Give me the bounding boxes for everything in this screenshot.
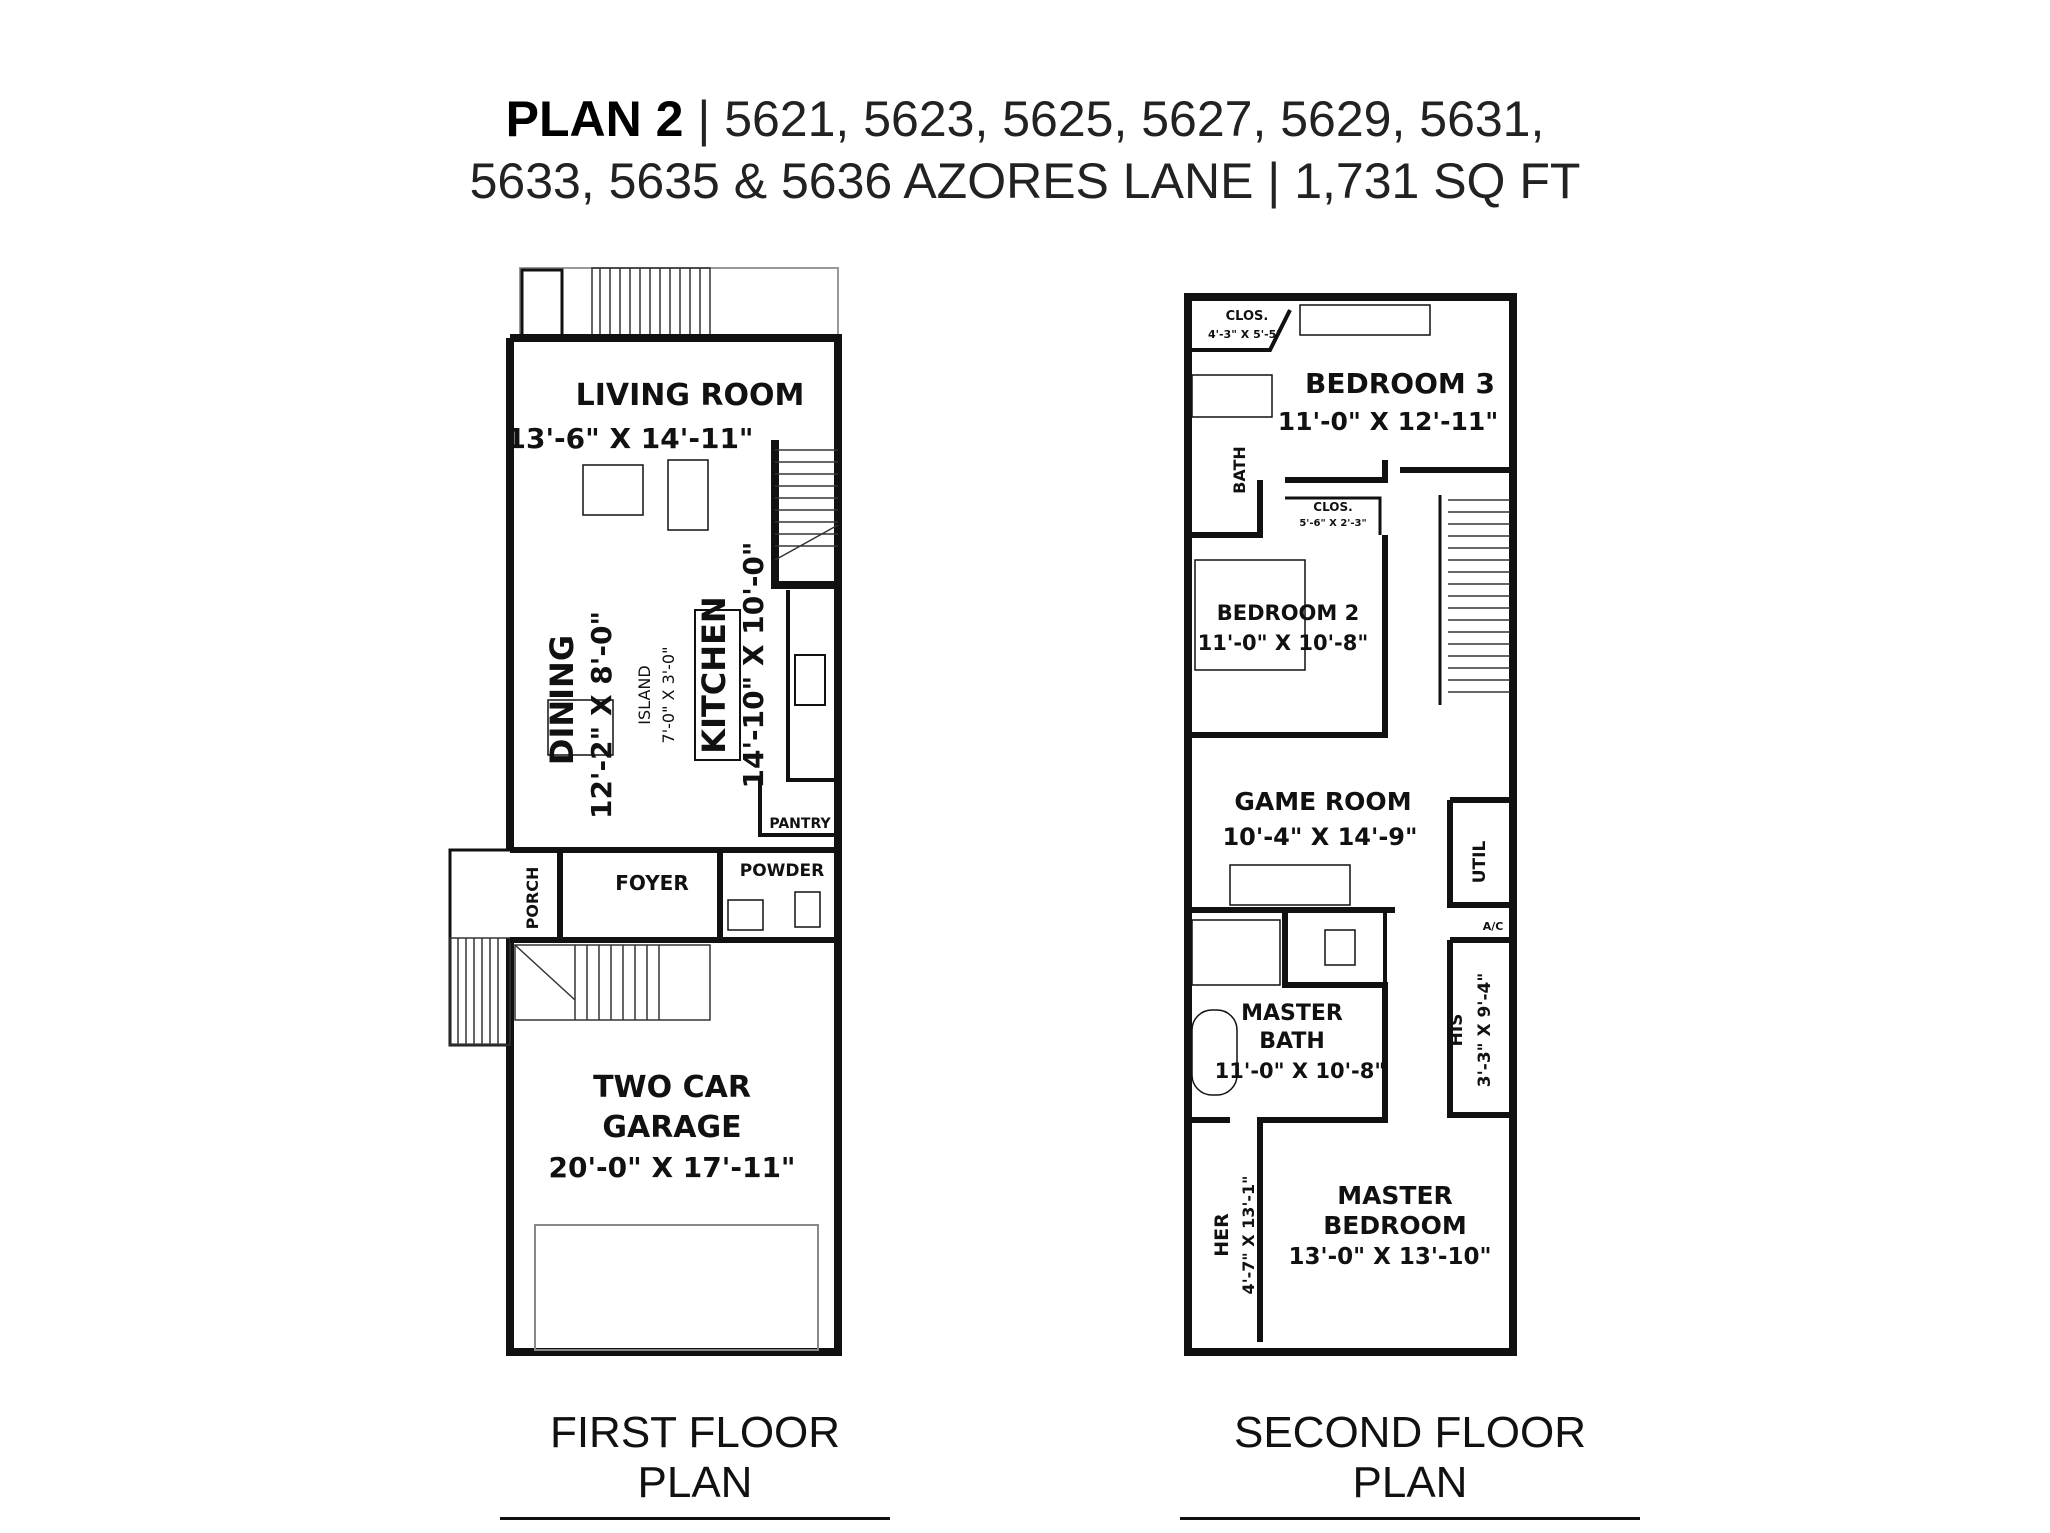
living-room-dims: 13'-6" X 14'-11" [506,422,753,455]
powder-label: POWDER [740,861,824,881]
master-bedroom-line-1: MASTER [1337,1181,1453,1210]
dining-dims: 12'-2" X 8'-0" [585,611,618,819]
clos1-name: CLOS. [1226,309,1269,324]
pantry-label: PANTRY [769,816,831,832]
kitchen-counter [786,590,838,782]
range [794,654,826,706]
address-line-2: 5633, 5635 & 5636 AZORES LANE | 1,731 SQ… [469,153,1581,209]
closet2-wall [1285,496,1382,535]
garage-line-1: TWO CAR [593,1070,751,1105]
his-dims: 3'-3" X 9'-4" [1475,973,1495,1088]
bath-label-wrap: BATH [1230,446,1249,494]
first-floor-caption-underline [500,1517,890,1520]
stair-wall [771,440,838,589]
living-table [582,464,644,516]
first-floor-plan [448,267,842,1356]
island-name: ISLAND [635,665,654,724]
porch-label: PORCH [523,867,542,930]
second-floor-caption-underline [1180,1517,1640,1520]
bedroom3-wall [1285,460,1513,483]
her-dims: 4'-7" X 13'-1" [1239,1176,1258,1295]
interior-stairs-2f [1448,499,1510,693]
util-label: UTIL [1470,841,1490,884]
bed-bedroom3 [1299,304,1431,336]
toilet-master [1324,929,1356,966]
util-wall [1447,797,1513,908]
deck-landing [520,268,564,338]
plan-name: PLAN 2 [505,91,684,147]
second-floor-caption-text: SECOND FLOOR PLAN [1233,1408,1587,1507]
master-bath-wall [1257,910,1388,1342]
garage-dims: 20'-0" X 17'-11" [548,1151,795,1184]
clos2-dims: 5'-6" X 2'-3" [1299,518,1366,529]
his-name: HIS [1447,1014,1467,1047]
address-line-1: | 5621, 5623, 5625, 5627, 5629, 5631, [683,91,1545,147]
closet1-wall [1188,309,1292,352]
bedroom2-name: BEDROOM 2 [1217,601,1359,625]
toilet-1f [794,891,821,928]
second-floor-exterior-wall [1184,293,1517,1356]
her-label: HER 4'-7" X 13'-1" [1211,1176,1258,1295]
clos1-dims: 4'-3" X 5'-5" [1208,328,1282,341]
dining-name: DINING [543,635,581,765]
bedroom2-wall [1188,535,1388,738]
rear-deck [519,267,839,337]
porch-label-wrap: PORCH [523,867,542,930]
island-dims: 7'-0" X 3'-0" [659,647,678,744]
second-floor-plan [1184,293,1517,1356]
island-label: ISLAND 7'-0" X 3'-0" [635,647,678,744]
title-line-1: PLAN 2 | 5621, 5623, 5625, 5627, 5629, 5… [0,88,2050,150]
her-name: HER [1211,1213,1233,1257]
master-bedroom-line-2: BEDROOM [1323,1211,1467,1240]
tub-master [1191,1009,1238,1096]
kitchen-label: KITCHEN 14'-10" X 10'-0" [695,541,770,788]
living-room-name: LIVING ROOM [576,378,805,413]
master-bath-line-1: MASTER [1241,1001,1343,1026]
shower-master [1191,919,1281,986]
bathtub-bath [1191,374,1273,418]
living-sofa [667,459,709,531]
first-floor-exterior-wall [506,334,842,1356]
island-counter [694,609,741,761]
garage-stairs [514,944,711,1021]
ac-label: A/C [1483,920,1504,933]
first-floor-caption-text: FIRST FLOOR PLAN [549,1408,841,1507]
game-room-dims: 10'-4" X 14'-9" [1222,823,1417,851]
kitchen-dims: 14'-10" X 10'-0" [737,541,770,788]
master-bath-line-2: BATH [1259,1029,1325,1054]
porch-stairs [449,937,511,1046]
kitchen-name: KITCHEN [695,596,733,753]
master-bath-dims: 11'-0" X 10'-8" [1215,1059,1386,1083]
pantry-wall [758,780,838,837]
dining-label: DINING 12'-2" X 8'-0" [543,611,618,819]
bedroom3-dims: 11'-0" X 12'-11" [1278,407,1499,436]
garage-line-2: GARAGE [602,1110,741,1145]
clos2-name: CLOS. [1313,500,1352,514]
second-floor-caption: SECOND FLOOR PLAN [1180,1408,1640,1520]
garage-door [534,1224,819,1351]
porch-wall [448,848,512,1047]
bedroom3-name: BEDROOM 3 [1305,367,1495,400]
interior-stairs-1f [774,449,839,561]
plan-title: PLAN 2 | 5621, 5623, 5625, 5627, 5629, 5… [0,88,2050,212]
sofa-game-room [1229,864,1351,906]
his-closet-wall [1447,937,1513,1118]
bath-label: BATH [1230,446,1249,494]
bath-wall [1188,480,1263,538]
deck-stairs [591,267,711,337]
bedroom2-dims: 11'-0" X 10'-8" [1198,631,1369,655]
his-label: HIS 3'-3" X 9'-4" [1447,973,1495,1088]
game-room-name: GAME ROOM [1234,787,1411,816]
dining-table [547,699,614,756]
first-floor-caption: FIRST FLOOR PLAN [500,1408,890,1520]
master-bedroom-dims: 13'-0" X 13'-10" [1289,1244,1492,1270]
foyer-label: FOYER [615,871,689,895]
wc-wall [1285,908,1387,985]
sink-1f [727,899,764,931]
bed-bedroom2 [1194,559,1306,671]
util-label-wrap: UTIL [1470,841,1490,884]
